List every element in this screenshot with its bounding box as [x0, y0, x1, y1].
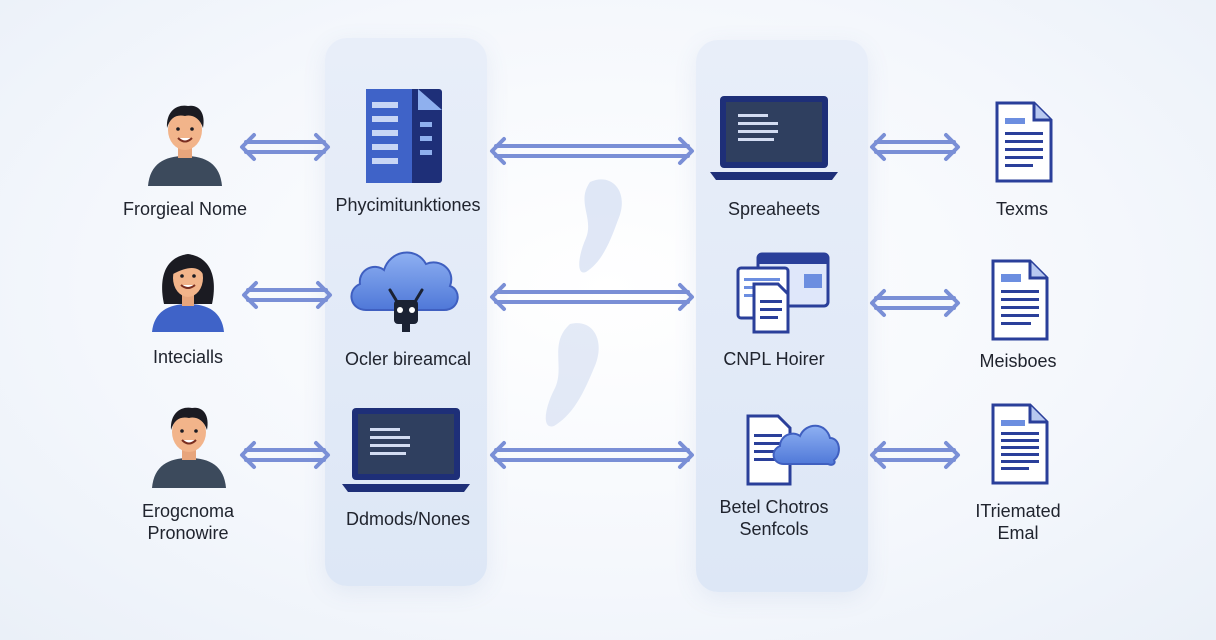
user-node[interactable] [146, 246, 230, 336]
tool-node[interactable] [744, 408, 840, 488]
user-node[interactable] [144, 400, 234, 492]
system-node[interactable] [344, 240, 464, 336]
output-label: ITriemated Emal [956, 500, 1080, 544]
document-icon [991, 259, 1049, 341]
tool-label: Spreaheets [727, 199, 821, 219]
user-label: Frorgieal Nome [122, 199, 248, 219]
tool-label-line: Betel Chotros [719, 497, 829, 517]
system-node[interactable] [340, 406, 472, 496]
system-label: Ocler bireamcal [344, 349, 472, 369]
output-label-line: Emal [997, 523, 1039, 543]
bidirectional-arrow-icon [490, 441, 694, 469]
decorative-blob [545, 323, 599, 427]
output-label-line: ITriemated [975, 501, 1061, 521]
user-label-line: Erogcnoma [141, 501, 235, 521]
bidirectional-arrow-icon [242, 281, 332, 309]
documents-windows-icon [736, 252, 830, 334]
output-node[interactable] [990, 402, 1050, 486]
cloud-robot-icon [350, 251, 459, 332]
tool-label: CNPL Hoirer [723, 349, 825, 369]
user-label-line: Pronowire [147, 523, 229, 543]
document-cloud-icon [746, 414, 840, 486]
male-user-icon [152, 407, 226, 488]
bidirectional-arrow-icon [240, 441, 330, 469]
bidirectional-arrow-icon [870, 441, 960, 469]
output-node[interactable] [994, 100, 1054, 184]
bidirectional-arrow-icon [490, 137, 694, 165]
system-node[interactable] [360, 86, 450, 186]
laptop-icon [342, 408, 470, 492]
bidirectional-arrow-icon [870, 289, 960, 317]
bidirectional-arrow-icon [490, 283, 694, 311]
tool-node[interactable] [734, 250, 834, 336]
document-icon [991, 403, 1049, 485]
user-label: Intecialls [152, 347, 224, 367]
male-user-icon [148, 105, 222, 186]
output-node[interactable] [990, 258, 1050, 342]
tool-label-line: Senfcols [739, 519, 809, 539]
tool-label: Betel Chotros Senfcols [700, 496, 848, 540]
system-label: Ddmods/Nones [345, 509, 471, 529]
female-user-icon [152, 254, 224, 332]
document-server-icon [366, 89, 442, 183]
decorative-blob [579, 179, 622, 273]
system-label: Phycimitunktiones [335, 195, 481, 215]
bidirectional-arrow-icon [870, 133, 960, 161]
document-icon [995, 101, 1053, 183]
laptop-icon [710, 96, 838, 180]
output-label: Texms [995, 199, 1048, 219]
user-node[interactable] [140, 100, 230, 190]
output-label: Meisboes [979, 351, 1057, 371]
tool-node[interactable] [708, 94, 840, 184]
user-label: Erogcnoma Pronowire [100, 500, 276, 544]
bidirectional-arrow-icon [240, 133, 330, 161]
